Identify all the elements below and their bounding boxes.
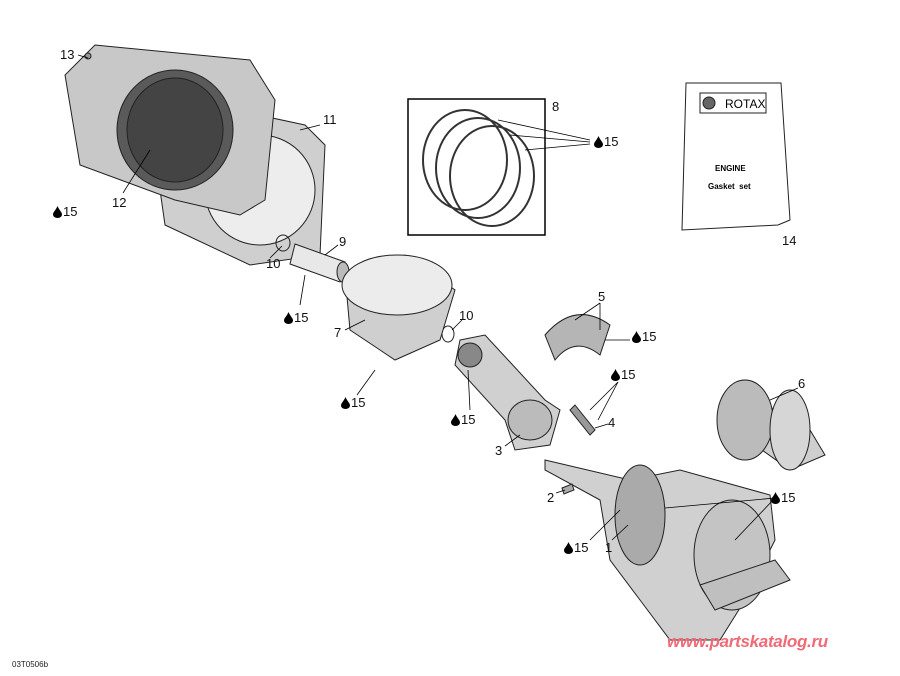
callout-5[interactable]: 5 bbox=[598, 289, 606, 304]
callout-14[interactable]: 14 bbox=[782, 233, 797, 248]
oil-ref-number: 15 bbox=[294, 310, 309, 325]
oil-ref: 15 bbox=[53, 204, 77, 219]
callout-1[interactable]: 1 bbox=[605, 540, 613, 555]
watermark: www.partskatalog.ru bbox=[667, 632, 828, 651]
oil-drop-icon bbox=[564, 541, 573, 554]
gasket-kit-booklet bbox=[681, 82, 791, 231]
oil-ref: 15 bbox=[564, 540, 588, 555]
oil-ref: 15 bbox=[284, 310, 308, 325]
dowel-pin bbox=[84, 52, 92, 60]
oil-ref-number: 15 bbox=[63, 204, 78, 219]
piston-rings-box bbox=[407, 98, 546, 236]
conrod-bolt bbox=[569, 404, 596, 436]
oil-drop-icon bbox=[284, 311, 293, 324]
oil-drop-icon bbox=[632, 330, 641, 343]
oil-ref-number: 15 bbox=[621, 367, 636, 382]
oil-ref-number: 15 bbox=[604, 134, 619, 149]
kit-line2: Gasket set bbox=[708, 182, 751, 191]
oil-drop-icon bbox=[594, 135, 603, 148]
callout-8[interactable]: 8 bbox=[552, 99, 560, 114]
callout-4[interactable]: 4 bbox=[608, 415, 616, 430]
oil-ref-number: 15 bbox=[781, 490, 796, 505]
oil-ref: 15 bbox=[341, 395, 365, 410]
callout-10-right[interactable]: 10 bbox=[459, 308, 474, 323]
callout-11[interactable]: 11 bbox=[323, 112, 337, 127]
callout-13[interactable]: 13 bbox=[60, 47, 75, 62]
callout-9[interactable]: 9 bbox=[339, 234, 347, 249]
woodruff-key bbox=[561, 483, 575, 495]
callout-7[interactable]: 7 bbox=[334, 325, 342, 340]
oil-drop-icon bbox=[771, 491, 780, 504]
callout-6[interactable]: 6 bbox=[798, 376, 806, 391]
oil-drop-icon bbox=[53, 205, 62, 218]
oil-ref: 15 bbox=[632, 329, 656, 344]
oil-ref-number: 15 bbox=[461, 412, 476, 427]
oil-drop-icon bbox=[451, 413, 460, 426]
kit-brand: ROTAX bbox=[725, 97, 765, 111]
oil-drop-icon bbox=[341, 396, 350, 409]
callout-3[interactable]: 3 bbox=[495, 443, 503, 458]
oil-drop-icon bbox=[611, 368, 620, 381]
conrod-bearing bbox=[544, 314, 611, 361]
oil-ref: 15 bbox=[451, 412, 475, 427]
callout-10-left[interactable]: 10 bbox=[266, 256, 281, 271]
oil-ref: 15 bbox=[611, 367, 635, 382]
illustration-code: 03T0506b bbox=[12, 660, 49, 669]
callout-2[interactable]: 2 bbox=[547, 490, 555, 505]
oil-ref-number: 15 bbox=[574, 540, 589, 555]
callout-12[interactable]: 12 bbox=[112, 195, 127, 210]
oil-ref-number: 15 bbox=[351, 395, 366, 410]
rotax-logo-icon bbox=[702, 96, 716, 110]
oil-ref-number: 15 bbox=[642, 329, 657, 344]
piston-pin bbox=[289, 243, 346, 283]
kit-line1: ENGINE bbox=[715, 164, 746, 173]
oil-ref: 15 bbox=[771, 490, 795, 505]
oil-ref: 15 bbox=[594, 134, 618, 149]
